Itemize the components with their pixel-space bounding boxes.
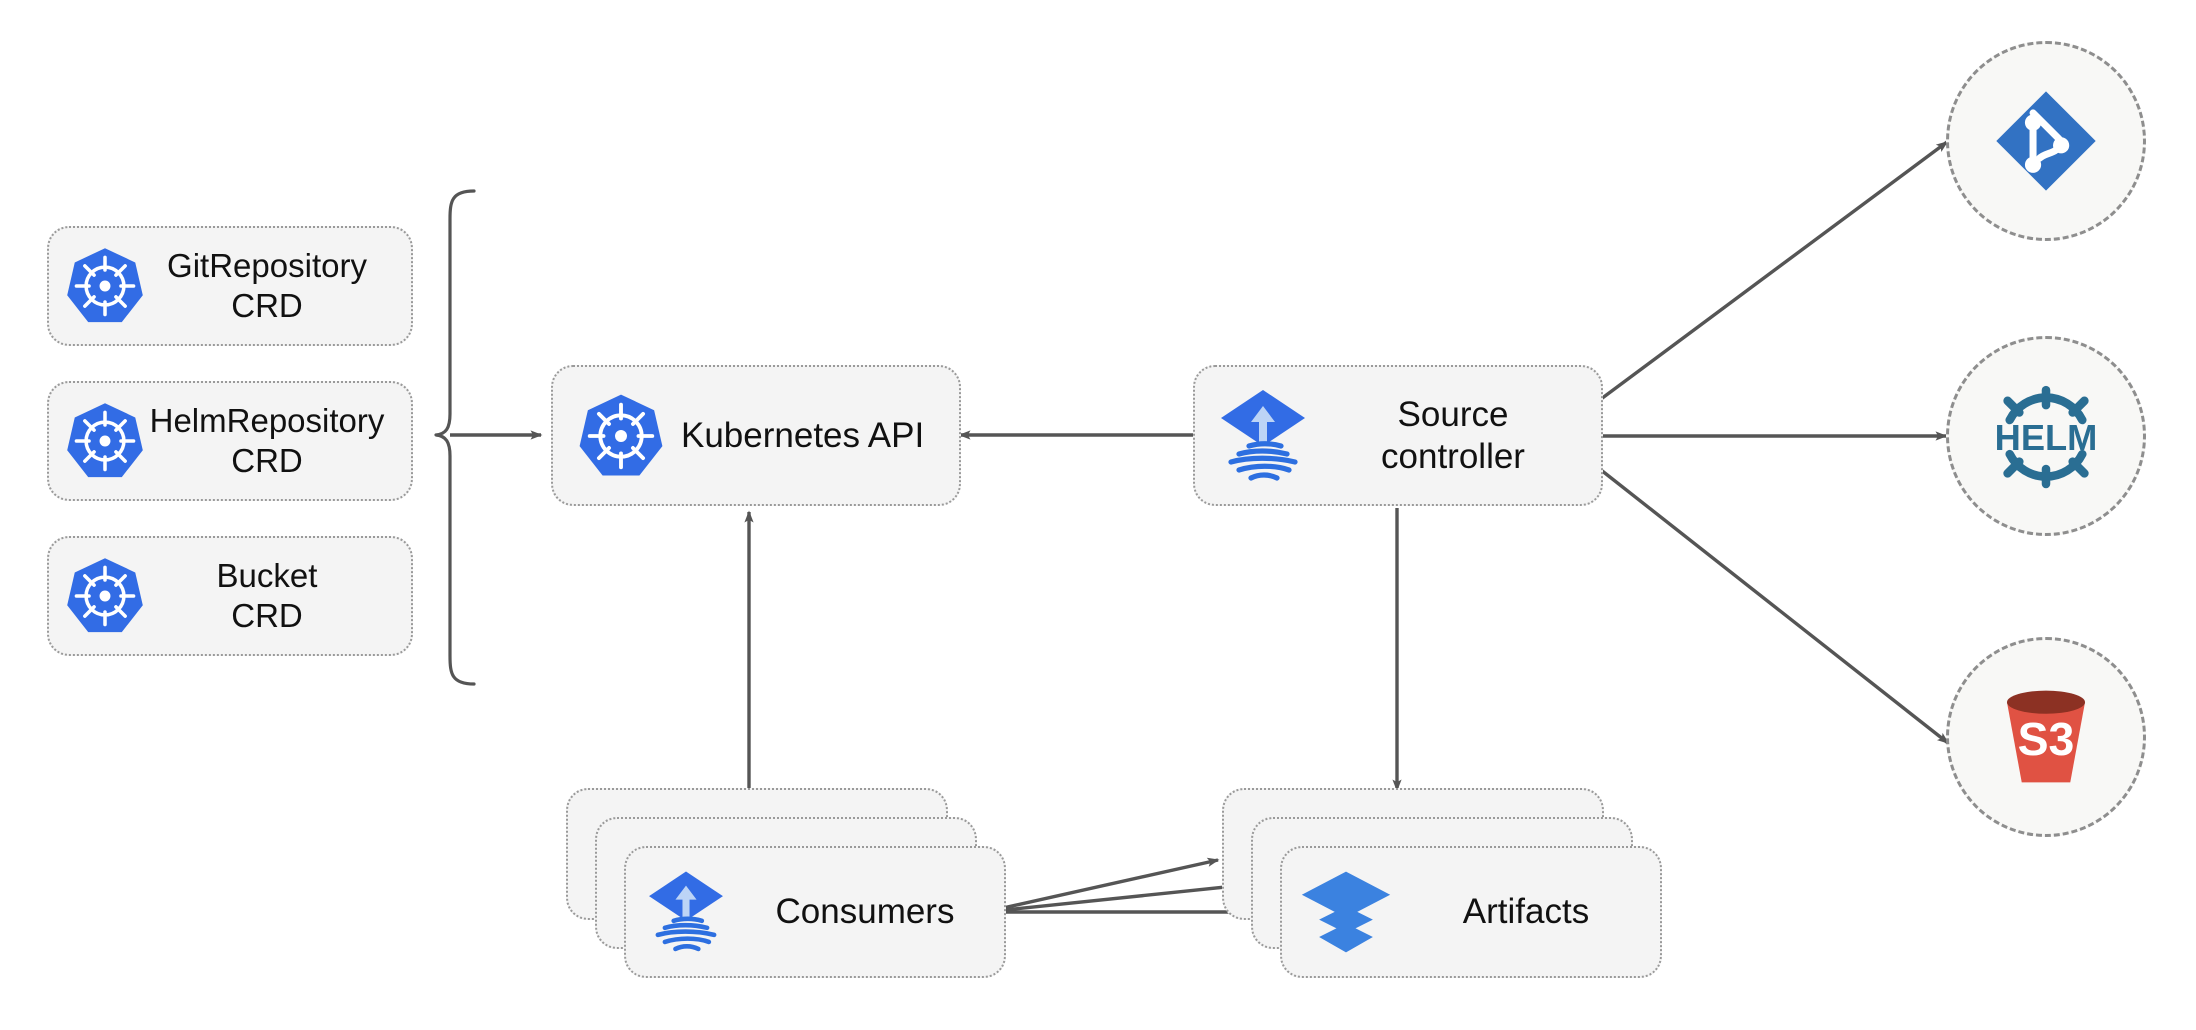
s3-icon: S3 bbox=[1988, 679, 2104, 795]
artifacts-stack-front[interactable]: Artifacts bbox=[1280, 846, 1662, 978]
edge-source-to-git bbox=[1599, 140, 1949, 401]
crd-group-brace bbox=[434, 189, 476, 686]
consumers-label: Consumers bbox=[775, 892, 955, 932]
kubernetes-icon bbox=[63, 554, 147, 638]
git-backend-node[interactable] bbox=[1946, 41, 2146, 241]
helm-backend-node[interactable]: HELM bbox=[1946, 336, 2146, 536]
consumers-stack-front[interactable]: Consumers bbox=[624, 846, 1006, 978]
source-controller-node[interactable]: Source controller bbox=[1193, 365, 1603, 506]
kubernetes-icon bbox=[575, 390, 667, 482]
artifacts-node[interactable]: Artifacts bbox=[1222, 788, 1662, 978]
helm-icon: HELM bbox=[1982, 378, 2110, 494]
artifacts-label: Artifacts bbox=[1462, 892, 1590, 932]
kubernetes-api-label: Kubernetes API bbox=[681, 415, 925, 455]
s3-backend-node[interactable]: S3 bbox=[1946, 637, 2146, 837]
helm-wordmark: HELM bbox=[1995, 417, 2098, 458]
edge-consumers-to-artifacts-2 bbox=[984, 881, 1247, 914]
layers-icon bbox=[1298, 864, 1394, 960]
edge-source-to-s3 bbox=[1599, 468, 1950, 745]
source-controller-label: Source controller bbox=[1381, 395, 1525, 476]
kubernetes-icon bbox=[63, 399, 147, 483]
git-icon bbox=[1992, 87, 2100, 195]
edge-consumers-to-artifacts-1 bbox=[984, 857, 1220, 914]
flux-icon bbox=[642, 866, 730, 958]
flux-icon bbox=[1213, 384, 1313, 488]
s3-wordmark: S3 bbox=[2018, 713, 2075, 765]
kubernetes-api-node[interactable]: Kubernetes API bbox=[551, 365, 961, 506]
consumers-node[interactable]: Consumers bbox=[566, 788, 1006, 978]
kubernetes-icon bbox=[63, 244, 147, 328]
